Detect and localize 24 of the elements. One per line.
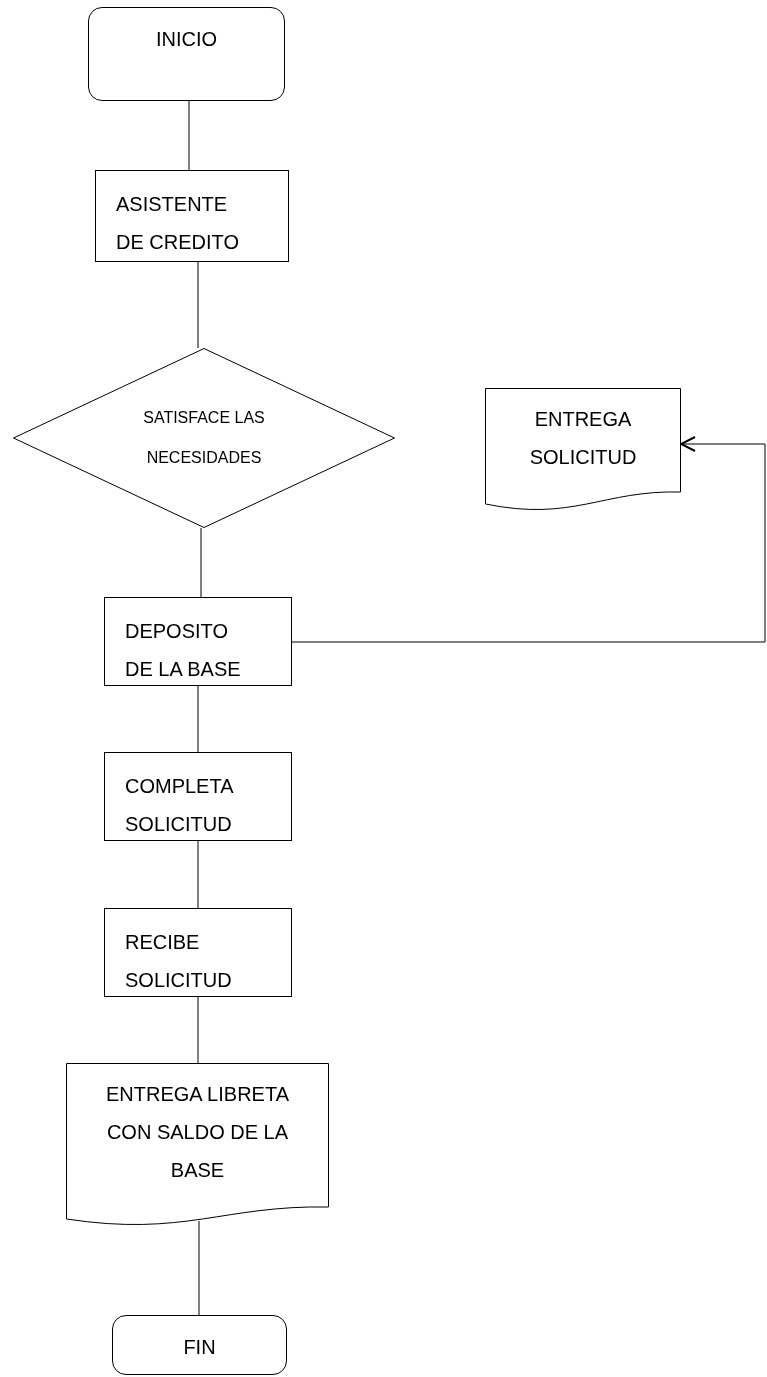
node-label: FIN bbox=[183, 1335, 216, 1360]
node-label: ASISTENTE DE CREDITO bbox=[116, 192, 240, 255]
node-label: ENTREGA SOLICITUD bbox=[528, 407, 638, 470]
node-label: ENTREGA LIBRETA CON SALDO DE LA BASE bbox=[105, 1082, 290, 1183]
connector-line bbox=[198, 1220, 200, 1316]
connector-line bbox=[197, 996, 199, 1064]
terminal-box bbox=[88, 7, 285, 101]
process-box bbox=[104, 908, 292, 997]
connector-line bbox=[197, 685, 199, 753]
connector-line bbox=[197, 261, 199, 349]
terminal-box bbox=[112, 1315, 287, 1375]
connector-line bbox=[197, 840, 199, 909]
process-box bbox=[95, 170, 289, 262]
node-label: INICIO bbox=[155, 27, 218, 52]
decision-diamond bbox=[13, 348, 395, 528]
node-label: COMPLETA SOLICITUD bbox=[125, 774, 234, 837]
arrow bbox=[291, 436, 766, 643]
connector-line bbox=[188, 100, 190, 171]
node-label: RECIBE SOLICITUD bbox=[125, 930, 233, 993]
connector-line bbox=[200, 527, 202, 598]
process-box bbox=[104, 597, 292, 686]
node-label: DEPOSITO DE LA BASE bbox=[125, 619, 242, 682]
node-label: SATISFACE LAS NECESIDADES bbox=[142, 408, 266, 468]
process-box bbox=[104, 752, 292, 841]
